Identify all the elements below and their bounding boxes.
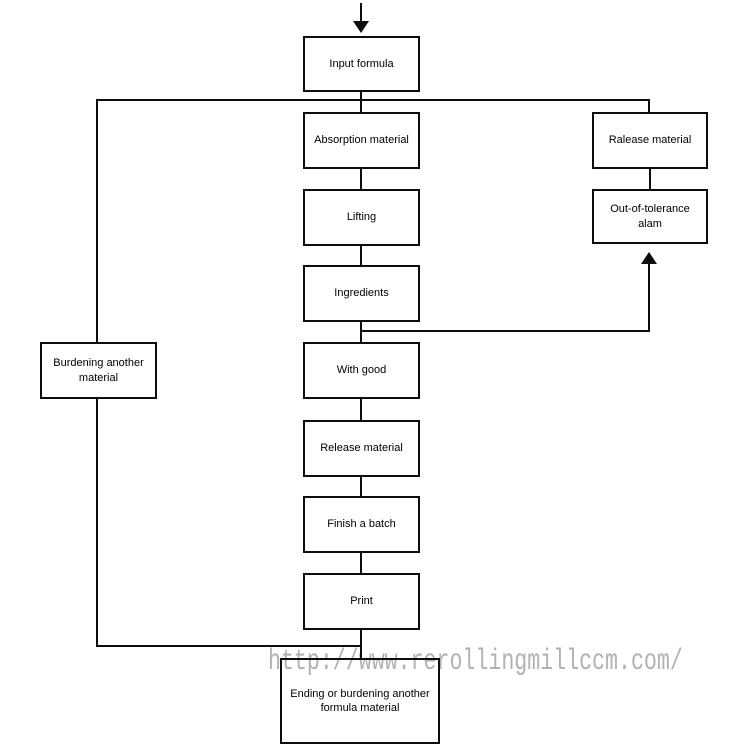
node-label: Out-of-tolerance alam	[610, 203, 690, 230]
connector-absorption-to-lifting	[360, 169, 362, 189]
node-label: Lifting	[346, 211, 377, 224]
node-release-material: Release material	[303, 420, 420, 477]
node-label: Finish a batch	[327, 518, 396, 531]
connector-right-vertical-top	[648, 99, 650, 113]
node-label: Release material	[320, 442, 403, 455]
node-input-formula: Input formula	[303, 36, 420, 92]
node-label: Ingredients	[334, 287, 389, 300]
connector-ingredients-to-withgood	[360, 322, 362, 342]
connector-branch-horizontal	[360, 330, 650, 332]
node-label: With good	[336, 364, 387, 377]
arrow-up-icon	[641, 252, 657, 264]
node-label: Burdening another material	[53, 357, 144, 384]
node-burdening-another-material: Burdening another material	[40, 342, 157, 399]
connector-branch-vertical	[648, 262, 650, 332]
connector-top-horizontal	[96, 99, 650, 101]
node-label: Absorption material	[314, 134, 409, 147]
connector-left-vertical-upper	[96, 99, 98, 343]
node-ralease-material: Ralease material	[592, 112, 708, 169]
connector-withgood-to-release	[360, 399, 362, 420]
node-label: Ralease material	[608, 134, 692, 147]
connector-input-to-absorption	[360, 92, 362, 112]
node-ingredients: Ingredients	[303, 265, 420, 322]
node-label: Ending or burdening another formula mate…	[290, 687, 430, 714]
node-out-of-tolerance-alam: Out-of-tolerance alam	[592, 189, 708, 244]
node-absorption-material: Absorption material	[303, 112, 420, 169]
connector-bottom-horizontal	[96, 645, 362, 647]
node-finish-a-batch: Finish a batch	[303, 496, 420, 553]
node-label: Input formula	[329, 57, 394, 70]
connector-start-arrow-shaft	[360, 3, 362, 23]
connector-left-vertical-lower	[96, 399, 98, 647]
node-print: Print	[303, 573, 420, 630]
connector-finish-to-print	[360, 553, 362, 573]
connector-ralease-to-alarm	[649, 169, 651, 189]
node-label: Print	[350, 595, 373, 608]
connector-print-to-ending	[360, 630, 362, 658]
connector-release-to-finish	[360, 477, 362, 496]
node-lifting: Lifting	[303, 189, 420, 246]
node-ending-or-burdening: Ending or burdening another formula mate…	[280, 658, 440, 744]
arrow-down-icon	[353, 21, 369, 33]
connector-lifting-to-ingredients	[360, 246, 362, 265]
node-with-good: With good	[303, 342, 420, 399]
